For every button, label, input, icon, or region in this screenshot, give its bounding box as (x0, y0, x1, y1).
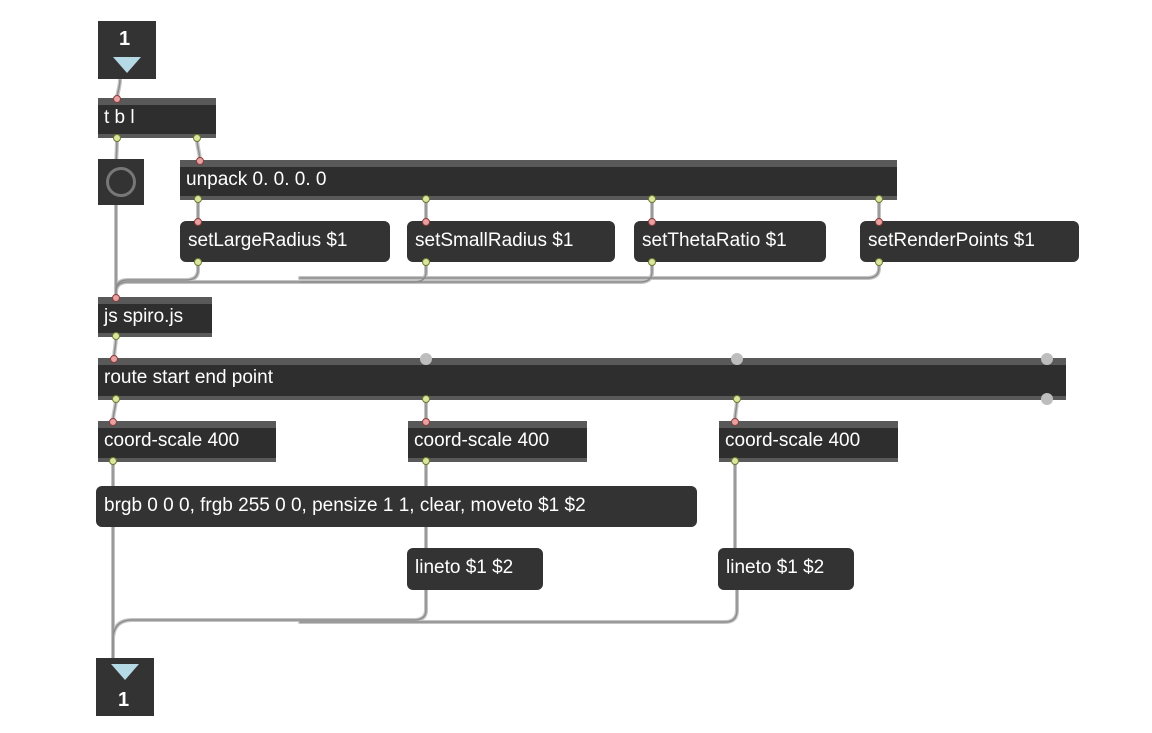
unpack-label: unpack 0. 0. 0. 0 (186, 169, 327, 190)
trigger-outlet-left[interactable] (113, 134, 121, 142)
js-label: js spiro.js (104, 306, 184, 327)
unpack-outlet-4[interactable] (875, 195, 883, 203)
trigger-label: t b l (104, 107, 135, 128)
bang-button[interactable] (98, 159, 144, 205)
cs3-outlet[interactable] (731, 457, 739, 465)
unpack-outlet-1[interactable] (194, 195, 202, 203)
outlet-arrow-icon (111, 664, 139, 680)
cord-lineto1-outlet (111, 588, 428, 660)
unpack-object[interactable]: unpack 0. 0. 0. 0 (180, 160, 897, 200)
message-label: brgb 0 0 0, frgb 255 0 0, pensize 1 1, c… (104, 495, 586, 516)
unpack-outlet-3[interactable] (648, 195, 656, 203)
message-init-draw[interactable]: brgb 0 0 0, frgb 255 0 0, pensize 1 1, c… (96, 486, 697, 527)
unpack-inlet[interactable] (196, 157, 204, 165)
message-lineto-end[interactable]: lineto $1 $2 (407, 548, 543, 590)
message-lineto-point[interactable]: lineto $1 $2 (718, 548, 854, 590)
route-inlet-3-icon[interactable] (731, 353, 743, 365)
message-label: lineto $1 $2 (415, 557, 514, 578)
message-set-render-points[interactable]: setRenderPoints $1 (860, 221, 1079, 262)
route-label: route start end point (104, 367, 273, 388)
msg3-outlet[interactable] (648, 258, 656, 266)
js-outlet[interactable] (112, 332, 120, 340)
coord-scale-label: coord-scale 400 (725, 430, 861, 451)
message-label: setLargeRadius $1 (188, 230, 348, 251)
coord-scale-end[interactable]: coord-scale 400 (408, 421, 587, 462)
cs1-outlet[interactable] (109, 457, 117, 465)
cs2-outlet[interactable] (422, 457, 430, 465)
patcher-inlet[interactable]: 1 (98, 21, 156, 79)
cord-msg2-js (114, 260, 428, 294)
message-label: lineto $1 $2 (726, 557, 825, 578)
inlet-arrow-icon (113, 57, 141, 73)
coord-scale-point[interactable]: coord-scale 400 (719, 421, 898, 462)
coord-scale-start[interactable]: coord-scale 400 (98, 421, 276, 462)
message-label: setSmallRadius $1 (415, 230, 574, 251)
route-outlet-reject-icon[interactable] (1041, 393, 1053, 405)
cs1-inlet[interactable] (109, 418, 117, 426)
cord-msg1-js (114, 260, 200, 298)
trigger-inlet[interactable] (113, 95, 121, 103)
cord-lineto2-outlet (298, 588, 739, 624)
route-inlet[interactable] (110, 355, 118, 363)
coord-scale-label: coord-scale 400 (104, 430, 240, 451)
route-outlet-point[interactable] (733, 395, 741, 403)
outlet-number: 1 (118, 689, 130, 711)
msg4-outlet[interactable] (875, 258, 883, 266)
cord-msg4-js (298, 260, 881, 280)
coord-scale-label: coord-scale 400 (414, 430, 550, 451)
msg4-inlet[interactable] (875, 218, 883, 226)
cs3-inlet[interactable] (731, 418, 739, 426)
bang-circle-icon (106, 167, 136, 197)
route-outlet-start[interactable] (112, 395, 120, 403)
msg2-inlet[interactable] (422, 218, 430, 226)
message-label: setThetaRatio $1 (642, 230, 787, 251)
trigger-object[interactable]: t b l (98, 98, 216, 138)
message-set-small-radius[interactable]: setSmallRadius $1 (407, 221, 615, 262)
js-inlet[interactable] (112, 294, 120, 302)
patcher-outlet[interactable]: 1 (96, 658, 154, 716)
route-inlet-4-icon[interactable] (1041, 353, 1053, 365)
route-inlet-2-icon[interactable] (420, 353, 432, 365)
route-outlet-end[interactable] (422, 395, 430, 403)
unpack-outlet-2[interactable] (422, 195, 430, 203)
message-label: setRenderPoints $1 (868, 230, 1035, 251)
js-object[interactable]: js spiro.js (98, 297, 212, 337)
msg2-outlet[interactable] (422, 258, 430, 266)
msg1-inlet[interactable] (194, 218, 202, 226)
message-set-large-radius[interactable]: setLargeRadius $1 (180, 221, 390, 262)
trigger-outlet-right[interactable] (193, 134, 201, 142)
msg1-outlet[interactable] (194, 258, 202, 266)
cs2-inlet[interactable] (422, 418, 430, 426)
cord-msg3-js (298, 260, 654, 284)
inlet-number: 1 (119, 28, 131, 50)
message-set-theta-ratio[interactable]: setThetaRatio $1 (634, 221, 826, 262)
msg3-inlet[interactable] (648, 218, 656, 226)
route-object[interactable]: route start end point (98, 358, 1066, 400)
